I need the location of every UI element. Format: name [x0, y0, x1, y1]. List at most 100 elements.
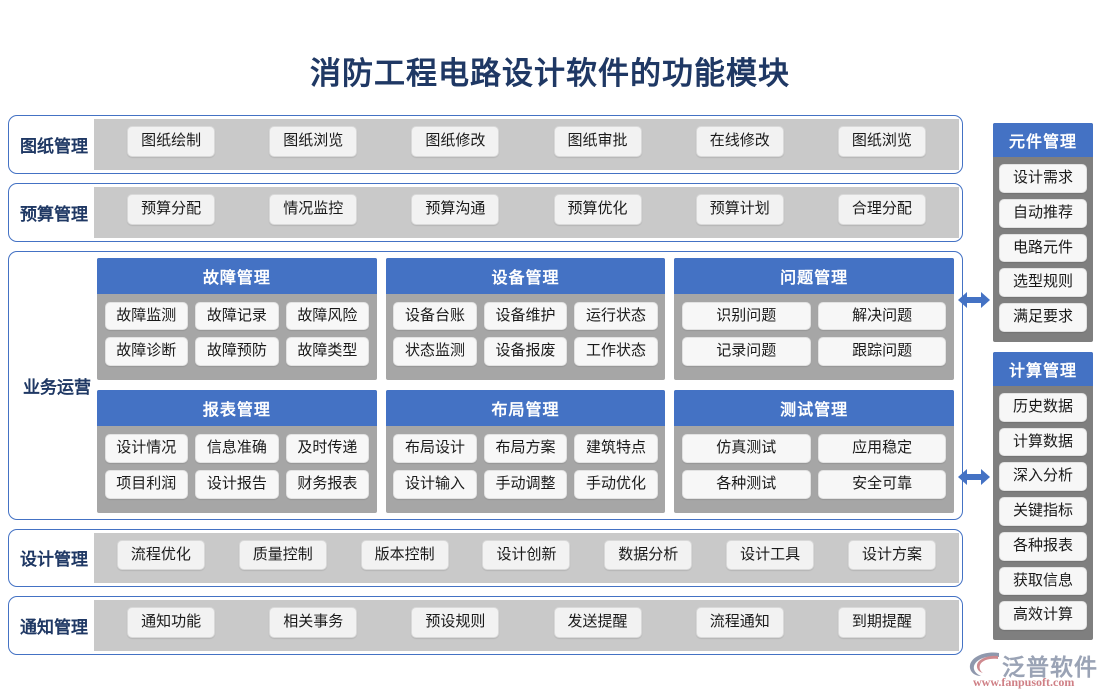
band-row: 通知管理 通知功能 相关事务 预设规则 发送提醒 流程通知 到期提醒 — [8, 596, 963, 655]
feature-chip[interactable]: 预算优化 — [553, 193, 642, 225]
feature-chip[interactable]: 手动调整 — [483, 469, 568, 499]
band-label: 通知管理 — [20, 618, 88, 638]
band-chip-strip: 图纸绘制 图纸浏览 图纸修改 图纸审批 在线修改 图纸浏览 — [94, 119, 959, 170]
feature-chip[interactable]: 通知功能 — [127, 607, 216, 638]
sidebar-chip-list: 设计需求自动推荐电路元件选型规则满足要求 — [993, 157, 1093, 342]
module-title: 报表管理 — [97, 390, 377, 426]
feature-chip[interactable]: 选型规则 — [999, 268, 1087, 297]
feature-chip[interactable]: 流程通知 — [695, 607, 784, 638]
module-card: 问题管理识别问题解决问题记录问题跟踪问题 — [674, 257, 954, 381]
feature-chip[interactable]: 应用稳定 — [817, 434, 947, 463]
feature-chip[interactable]: 自动推荐 — [999, 198, 1087, 228]
feature-chip[interactable]: 及时传递 — [285, 434, 370, 463]
feature-chip[interactable]: 故障风险 — [285, 301, 370, 331]
feature-chip[interactable]: 建筑特点 — [574, 434, 658, 463]
bottom-band-group: 设计管理流程优化质量控制版本控制设计创新数据分析设计工具设计方案通知管理通知功能… — [8, 528, 963, 655]
feature-chip[interactable]: 手动优化 — [574, 469, 658, 499]
logo-swoosh-icon — [968, 650, 1002, 683]
feature-chip[interactable]: 各种测试 — [681, 469, 811, 499]
feature-chip[interactable]: 布局方案 — [483, 434, 568, 463]
feature-chip[interactable]: 财务报表 — [285, 469, 370, 499]
feature-chip[interactable]: 满足要求 — [999, 303, 1087, 332]
feature-chip[interactable]: 设计创新 — [482, 539, 571, 571]
feature-chip[interactable]: 图纸浏览 — [269, 126, 358, 157]
feature-chip[interactable]: 设备维护 — [483, 301, 568, 331]
sidebar-module: 元件管理设计需求自动推荐电路元件选型规则满足要求 — [993, 123, 1093, 342]
feature-chip[interactable]: 设计工具 — [726, 539, 815, 571]
feature-chip[interactable]: 深入分析 — [999, 462, 1087, 491]
business-modules-grid: 故障管理故障监测故障记录故障风险故障诊断故障预防故障类型设备管理设备台账设备维护… — [97, 257, 954, 513]
feature-chip[interactable]: 识别问题 — [681, 301, 811, 331]
feature-chip[interactable]: 故障类型 — [285, 337, 370, 366]
feature-chip[interactable]: 高效计算 — [999, 601, 1087, 630]
band-chip-strip: 通知功能 相关事务 预设规则 发送提醒 流程通知 到期提醒 — [94, 600, 959, 651]
sidebar-module-title: 计算管理 — [993, 351, 1093, 386]
feature-chip[interactable]: 在线修改 — [695, 126, 784, 157]
feature-chip[interactable]: 故障记录 — [195, 301, 279, 331]
feature-chip[interactable]: 图纸绘制 — [127, 126, 216, 157]
feature-chip[interactable]: 预算分配 — [127, 193, 216, 225]
feature-chip[interactable]: 工作状态 — [574, 337, 658, 366]
feature-chip[interactable]: 项目利润 — [104, 469, 189, 499]
feature-chip[interactable]: 关键指标 — [999, 497, 1087, 526]
feature-chip[interactable]: 情况监控 — [269, 193, 358, 225]
feature-chip[interactable]: 图纸浏览 — [837, 126, 926, 157]
band-row: 设计管理 流程优化 质量控制 版本控制 设计创新 数据分析 设计工具设计方案 — [8, 528, 963, 588]
feature-chip[interactable]: 数据分析 — [604, 539, 693, 571]
module-chip-list: 识别问题解决问题记录问题跟踪问题 — [674, 294, 954, 381]
module-title: 测试管理 — [674, 390, 954, 426]
module-card: 故障管理故障监测故障记录故障风险故障诊断故障预防故障类型 — [97, 257, 377, 381]
feature-chip[interactable]: 状态监测 — [393, 337, 477, 366]
feature-chip[interactable]: 到期提醒 — [837, 607, 926, 638]
feature-chip[interactable]: 仿真测试 — [681, 434, 811, 463]
feature-chip[interactable]: 故障监测 — [104, 301, 189, 331]
feature-chip[interactable]: 预算沟通 — [411, 193, 500, 225]
feature-chip[interactable]: 设计需求 — [999, 164, 1087, 193]
feature-chip[interactable]: 版本控制 — [360, 539, 449, 571]
module-card: 报表管理设计情况信息准确及时传递项目利润设计报告财务报表 — [97, 390, 377, 513]
feature-chip[interactable]: 安全可靠 — [817, 469, 947, 499]
sidebar-module: 计算管理历史数据计算数据深入分析关键指标各种报表获取信息高效计算 — [993, 351, 1093, 640]
business-operations-box: 业务运营 故障管理故障监测故障记录故障风险故障诊断故障预防故障类型设备管理设备台… — [8, 250, 963, 520]
feature-chip[interactable]: 设备台账 — [393, 301, 477, 331]
feature-chip[interactable]: 故障预防 — [195, 337, 279, 366]
band-row: 图纸管理图纸绘制图纸浏览图纸修改图纸审批在线修改图纸浏览 — [8, 115, 963, 174]
module-title: 问题管理 — [674, 257, 954, 294]
feature-chip[interactable]: 图纸修改 — [411, 126, 500, 157]
right-sidebar: 元件管理设计需求自动推荐电路元件选型规则满足要求计算管理历史数据计算数据深入分析… — [993, 123, 1093, 650]
feature-chip[interactable]: 发送提醒 — [553, 607, 642, 638]
feature-chip[interactable]: 获取信息 — [999, 566, 1087, 596]
feature-chip[interactable]: 设计报告 — [195, 469, 279, 499]
feature-chip[interactable]: 设计输入 — [393, 469, 477, 499]
feature-chip[interactable]: 解决问题 — [817, 301, 947, 331]
feature-chip[interactable]: 故障诊断 — [104, 337, 189, 366]
feature-chip[interactable]: 信息准确 — [195, 434, 279, 463]
feature-chip[interactable]: 图纸审批 — [553, 126, 642, 157]
feature-chip[interactable]: 设备报废 — [483, 337, 568, 366]
module-title: 布局管理 — [385, 390, 666, 426]
feature-chip[interactable]: 设计情况 — [104, 434, 189, 463]
band-label: 设计管理 — [20, 550, 88, 570]
feature-chip[interactable]: 运行状态 — [574, 301, 658, 331]
feature-chip[interactable]: 电路元件 — [999, 233, 1087, 263]
feature-chip[interactable]: 合理分配 — [837, 193, 926, 225]
feature-chip[interactable]: 各种报表 — [999, 531, 1087, 561]
page-title: 消防工程电路设计软件的功能模块 — [310, 56, 790, 91]
feature-chip[interactable]: 流程优化 — [116, 539, 205, 571]
module-card: 设备管理设备台账设备维护运行状态状态监测设备报废工作状态 — [385, 257, 666, 380]
feature-chip[interactable]: 记录问题 — [681, 337, 811, 366]
feature-chip[interactable]: 质量控制 — [238, 539, 327, 571]
feature-chip[interactable]: 预算计划 — [695, 193, 784, 225]
feature-chip[interactable]: 预设规则 — [411, 607, 500, 638]
module-card: 测试管理仿真测试应用稳定各种测试安全可靠 — [674, 390, 954, 513]
feature-chip[interactable]: 历史数据 — [999, 392, 1087, 422]
feature-chip[interactable]: 跟踪问题 — [817, 337, 947, 366]
top-band-group: 图纸管理图纸绘制图纸浏览图纸修改图纸审批在线修改图纸浏览预算管理预算分配情况监控… — [8, 115, 963, 242]
feature-chip[interactable]: 设计方案 — [847, 539, 936, 571]
module-card: 布局管理布局设计布局方案建筑特点设计输入手动调整手动优化 — [385, 390, 666, 513]
feature-chip[interactable]: 布局设计 — [393, 434, 477, 463]
module-chip-list: 故障监测故障记录故障风险故障诊断故障预防故障类型 — [97, 294, 377, 381]
feature-chip[interactable]: 计算数据 — [999, 427, 1087, 457]
module-title: 设备管理 — [385, 257, 666, 294]
feature-chip[interactable]: 相关事务 — [269, 607, 358, 638]
